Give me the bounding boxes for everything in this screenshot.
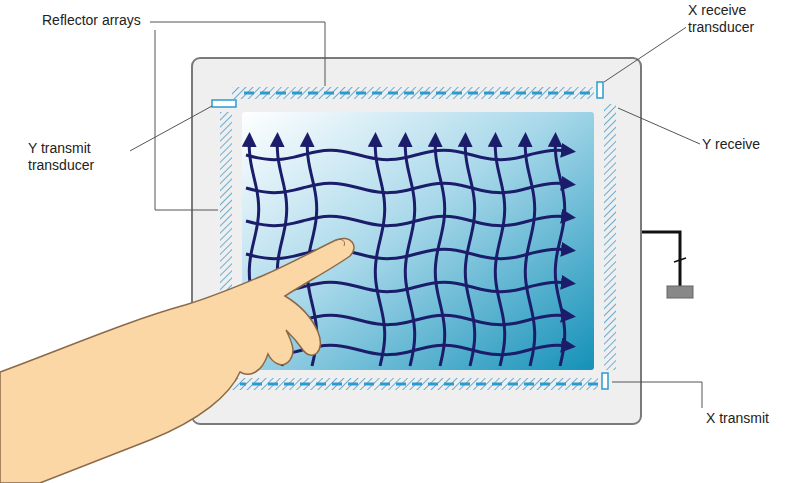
leader-line (128, 106, 212, 152)
x-transmit-transducer (602, 373, 608, 389)
reflector-array-bottom (232, 378, 598, 390)
horizontal-wave (246, 345, 570, 354)
horizontal-wave (246, 216, 570, 225)
leader-line (150, 22, 325, 86)
part-label: Reflector arrays (40, 12, 143, 29)
horizontal-wave (246, 150, 570, 159)
vertical-wave (555, 138, 564, 366)
fingernail (336, 239, 345, 246)
part-label: Y transmit transducer (26, 140, 130, 174)
wave-bottom (240, 383, 598, 386)
wave-top (240, 92, 590, 95)
reflector-array-top (232, 87, 594, 99)
leader-line (604, 26, 688, 82)
horizontal-wave (246, 249, 570, 258)
vertical-wave (405, 138, 414, 366)
cable (641, 232, 680, 286)
reflector-array-right (604, 104, 616, 370)
hand (0, 238, 354, 483)
part-label: X transmit (704, 410, 771, 427)
cable-break (674, 258, 686, 262)
vertical-wave (435, 138, 444, 366)
horizontal-wave (246, 183, 570, 192)
leader-line (618, 108, 700, 144)
part-label: X receive transducer (686, 2, 782, 36)
leader-line (612, 382, 702, 408)
x-receive-transducer (597, 82, 603, 98)
connector-plug (667, 286, 693, 298)
vertical-wave (375, 138, 384, 366)
y-transmit-transducer (212, 100, 236, 107)
part-label: Y receive (700, 136, 762, 153)
vertical-wave (495, 138, 504, 366)
